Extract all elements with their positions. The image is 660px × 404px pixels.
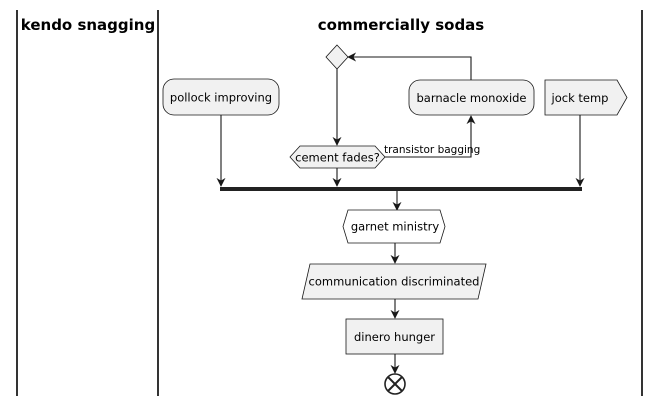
action-communication-discriminated — [301, 263, 487, 300]
decision-cement-fades-label: cement fades? — [295, 151, 380, 165]
flow-final-icon — [384, 373, 406, 395]
edge-decision-to-barnacle — [385, 115, 476, 158]
merge-diamond — [325, 44, 349, 70]
join-bar — [220, 187, 582, 191]
action-garnet-ministry-label: garnet ministry — [351, 220, 440, 234]
swimlane-title-commercially-sodas: commercially sodas — [318, 16, 485, 34]
action-communication-discriminated-label: communication discriminated — [309, 275, 480, 289]
swimlane-title-kendo-snagging: kendo snagging — [21, 16, 155, 34]
action-jock-temp-label: jock temp — [551, 91, 609, 105]
action-dinero-hunger-label: dinero hunger — [354, 330, 435, 344]
action-barnacle-monoxide — [408, 79, 535, 116]
action-jock-temp — [544, 79, 628, 116]
action-pollock-improving-label: pollock improving — [170, 91, 272, 105]
action-garnet-ministry — [342, 209, 446, 244]
action-barnacle-monoxide-label: barnacle monoxide — [416, 91, 526, 105]
decision-cement-fades — [289, 145, 386, 169]
edge-label-transistor-bagging: transistor bagging — [384, 144, 480, 156]
edge-barnacle-to-merge — [347, 52, 472, 80]
action-dinero-hunger — [345, 318, 444, 355]
